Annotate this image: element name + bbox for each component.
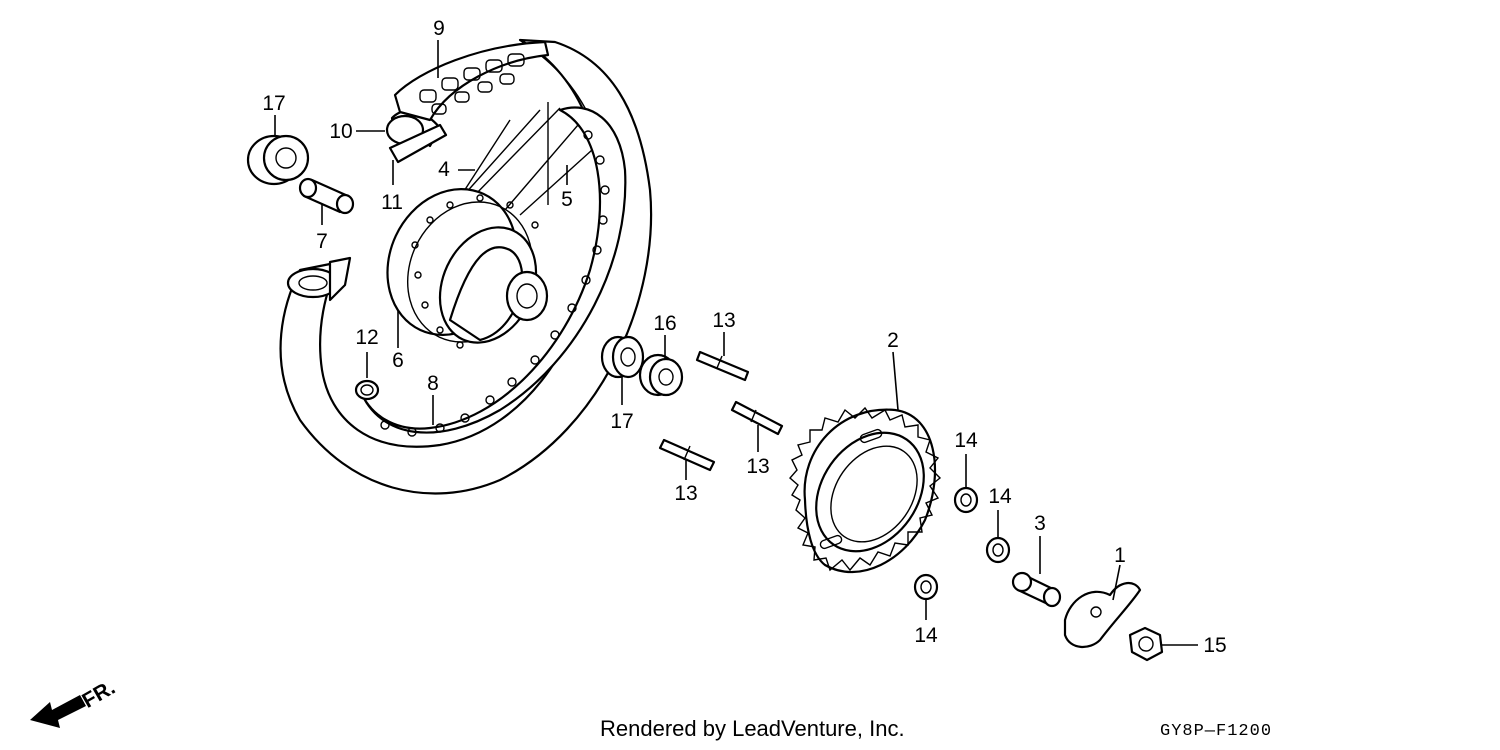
rim-band: [388, 123, 448, 164]
rim: [358, 106, 627, 437]
dust-seal: [638, 353, 684, 397]
diagram-code: GY8P—F1200: [1160, 722, 1273, 741]
callout-10: 10: [329, 120, 352, 143]
callout-13-mid: 13: [746, 455, 769, 478]
guard-plate-hole: [1090, 606, 1102, 618]
bearing-left: [246, 134, 310, 186]
callout-2: 2: [887, 329, 899, 352]
callout-14-bottom: 14: [914, 624, 938, 647]
callout-4: 4: [438, 158, 450, 181]
distance-collar: [298, 177, 355, 215]
side-collar: [1011, 571, 1062, 608]
hub: [386, 188, 549, 349]
callout-7: 7: [316, 230, 328, 253]
callout-15: 15: [1203, 634, 1226, 657]
callout-11: 11: [381, 191, 403, 214]
callout-9: 9: [433, 17, 445, 40]
callout-8: 8: [427, 372, 439, 395]
credit-text: Rendered by LeadVenture, Inc.: [600, 716, 905, 741]
sprocket: [789, 406, 942, 574]
callout-1: 1: [1114, 544, 1126, 567]
leader-lines: [274, 40, 1198, 646]
callout-17-left: 17: [262, 92, 285, 115]
guard-plate: [1063, 582, 1142, 648]
sprocket-studs: [658, 350, 784, 472]
front-direction-label: FR.: [78, 676, 119, 713]
callout-17-right: 17: [610, 410, 633, 433]
axle-nut: [1128, 626, 1164, 662]
rim-lock-nut: [354, 379, 380, 401]
callout-14-mid: 14: [988, 485, 1012, 508]
callout-13-bottom: 13: [674, 482, 697, 505]
bearing-right: [600, 335, 645, 379]
callout-labels: 9 10 11 17 7 4 5 6 12 8 17 16 13 13 13 2…: [262, 17, 1226, 657]
front-direction-arrow: FR.: [30, 676, 119, 728]
callout-3: 3: [1034, 512, 1046, 535]
callout-6: 6: [392, 349, 404, 372]
callout-14-top: 14: [954, 429, 978, 452]
callout-13-top: 13: [712, 309, 735, 332]
tire-tread: [393, 40, 550, 122]
callout-16: 16: [653, 312, 676, 335]
callout-5: 5: [561, 188, 573, 211]
callout-12: 12: [355, 326, 378, 349]
